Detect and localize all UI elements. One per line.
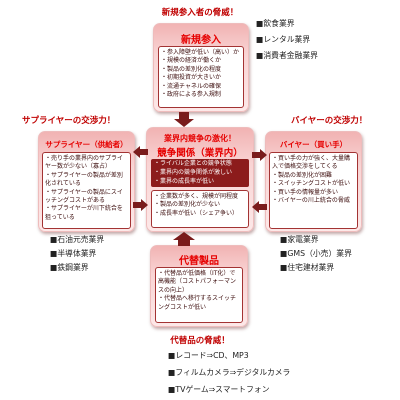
example-item: ■鉄鋼業界 <box>50 263 89 272</box>
rivalry-box: 業界内競争の激化！ 競争関係（業界内） ・ライバル企業との競争状態 ・業界内の競… <box>146 127 254 232</box>
factor-item: ・企業数が多く、規模が同程度 <box>154 193 239 200</box>
substitutes-factors: ・代替品が低価格（IT化）で高機能（コストパフォーマンスの向上） ・代替品へ移行… <box>155 267 243 323</box>
rivalry-factors: ・企業数が多く、規模が同程度 ・製品の差別化が少ない ・成長率が低い（シェア争い… <box>151 190 249 228</box>
example-item: ■住宅建材業界 <box>280 263 335 272</box>
supplier-power-title: サプライヤーの交渉力！ <box>22 116 116 126</box>
factor-item: ・製品の差別化が困難 <box>272 171 333 179</box>
buyer-box: バイヤー（買い手） ・買い手の力が強く、大量購入で価格交渉をしてくる ・製品の差… <box>265 131 362 232</box>
substitutes-examples: ■レコード⇒CD、MP3 ■フィルムカメラ⇒デジタルカメラ ■TVゲーム⇒スマー… <box>168 347 290 398</box>
substitutes-header: 代替製品 <box>179 256 219 267</box>
factor-item: ・政府による参入規制 <box>161 91 221 99</box>
supplier-header: サプライヤー（供給者） <box>45 140 128 149</box>
factor-item: ・代替品が低価格（IT化）で高機能（コストパフォーマンスの向上） <box>158 270 237 294</box>
factor-item: ・サプライヤーの製品にスイッチングコストがある <box>45 188 123 205</box>
factor-item: ・規模の経済が働くか <box>161 57 222 65</box>
factor-item: ・サプライヤーの製品が差別化されている <box>45 171 123 188</box>
factor-item: ・売り手の業界内のサプライヤー数が少ない（寡占） <box>45 155 124 171</box>
factor-item: ・参入障壁が低い（高い）か <box>161 49 240 56</box>
highlight-item: ・業界の成長率が低い <box>154 178 215 185</box>
example-item: ■半導体業界 <box>50 249 97 258</box>
substitutes-box: 代替製品 ・代替品が低価格（IT化）で高機能（コストパフォーマンスの向上） ・代… <box>150 245 248 327</box>
arrow-down-icon <box>174 112 194 127</box>
arrow-up-icon <box>173 232 195 246</box>
factor-item: ・製品の差別化の程度 <box>161 65 222 73</box>
substitutes-threat-title: 代替品の脅威！ <box>170 336 230 346</box>
new-entrants-examples: ■飲食業界 ■レンタル業界 ■消費者金融業界 <box>256 16 318 64</box>
factor-item: ・バイヤーの川上統合の脅威 <box>272 197 350 205</box>
buyer-power-title: バイヤーの交渉力！ <box>291 116 368 126</box>
new-entrants-threat-title: 新規参入者の脅威！ <box>161 8 239 18</box>
factor-item: ・流通チャネルの確保 <box>161 82 221 90</box>
example-item: ■レコード⇒CD、MP3 <box>168 351 249 360</box>
example-item: ■消費者金融業界 <box>256 51 318 60</box>
factor-item: ・買い手の情報量が多い <box>272 188 339 196</box>
supplier-factors: ・売り手の業界内のサプライヤー数が少ない（寡占） ・サプライヤーの製品が差別化さ… <box>42 152 131 229</box>
highlight-item: ・業界内の競争関係が激しい <box>154 169 233 176</box>
new-entrants-header: 新規参入 <box>181 35 221 46</box>
supplier-examples: ■石油元売業界 ■半導体業界 ■鉄鋼業界 <box>50 233 104 275</box>
example-item: ■石油元売業界 <box>50 235 105 244</box>
new-entrants-factors: ・参入障壁が低い（高い）か ・規模の経済が働くか ・製品の差別化の程度 ・初期投… <box>158 46 244 108</box>
new-entrants-box: 新規参入 ・参入障壁が低い（高い）か ・規模の経済が働くか ・製品の差別化の程度… <box>153 23 249 112</box>
rivalry-header: 競争関係（業界内） <box>157 148 243 159</box>
buyer-header: バイヤー（買い手） <box>279 140 348 149</box>
example-item: ■TVゲーム⇒スマートフォン <box>168 385 270 394</box>
factor-item: ・サプライヤーが川下統合を狙っている <box>45 205 123 221</box>
example-item: ■フィルムカメラ⇒デジタルカメラ <box>168 368 291 377</box>
factor-item: ・製品の差別化が少ない <box>154 201 221 209</box>
example-item: ■レンタル業界 <box>256 35 311 44</box>
buyer-examples: ■家電業界 ■GMS（小売）業界 ■住宅建材業界 <box>280 233 352 275</box>
rivalry-highlight-band: ・ライバル企業との競争状態 ・業界内の競争関係が激しい ・業界の成長率が低い <box>151 159 249 187</box>
buyer-factors: ・買い手の力が強く、大量購入で価格交渉をしてくる ・製品の差別化が困難 ・スイッ… <box>269 152 358 229</box>
factor-item: ・初期投資が大きいか <box>161 74 222 82</box>
factor-item: ・成長率が低い（シェア争い） <box>154 209 239 217</box>
factor-item: ・買い手の力が強く、大量購入で価格交渉をしてくる <box>272 155 351 171</box>
highlight-item: ・ライバル企業との競争状態 <box>154 160 232 167</box>
factor-item: ・スイッチングコストが低い <box>272 180 351 188</box>
example-item: ■家電業界 <box>280 235 319 244</box>
supplier-box: サプライヤー（供給者） ・売り手の業界内のサプライヤー数が少ない（寡占） ・サプ… <box>38 131 135 232</box>
example-item: ■GMS（小売）業界 <box>280 249 352 258</box>
factor-item: ・代替品へ移行するスイッチングコストが低い <box>158 295 237 311</box>
example-item: ■飲食業界 <box>256 19 295 28</box>
rivalry-subheader: 業界内競争の激化！ <box>164 134 236 143</box>
